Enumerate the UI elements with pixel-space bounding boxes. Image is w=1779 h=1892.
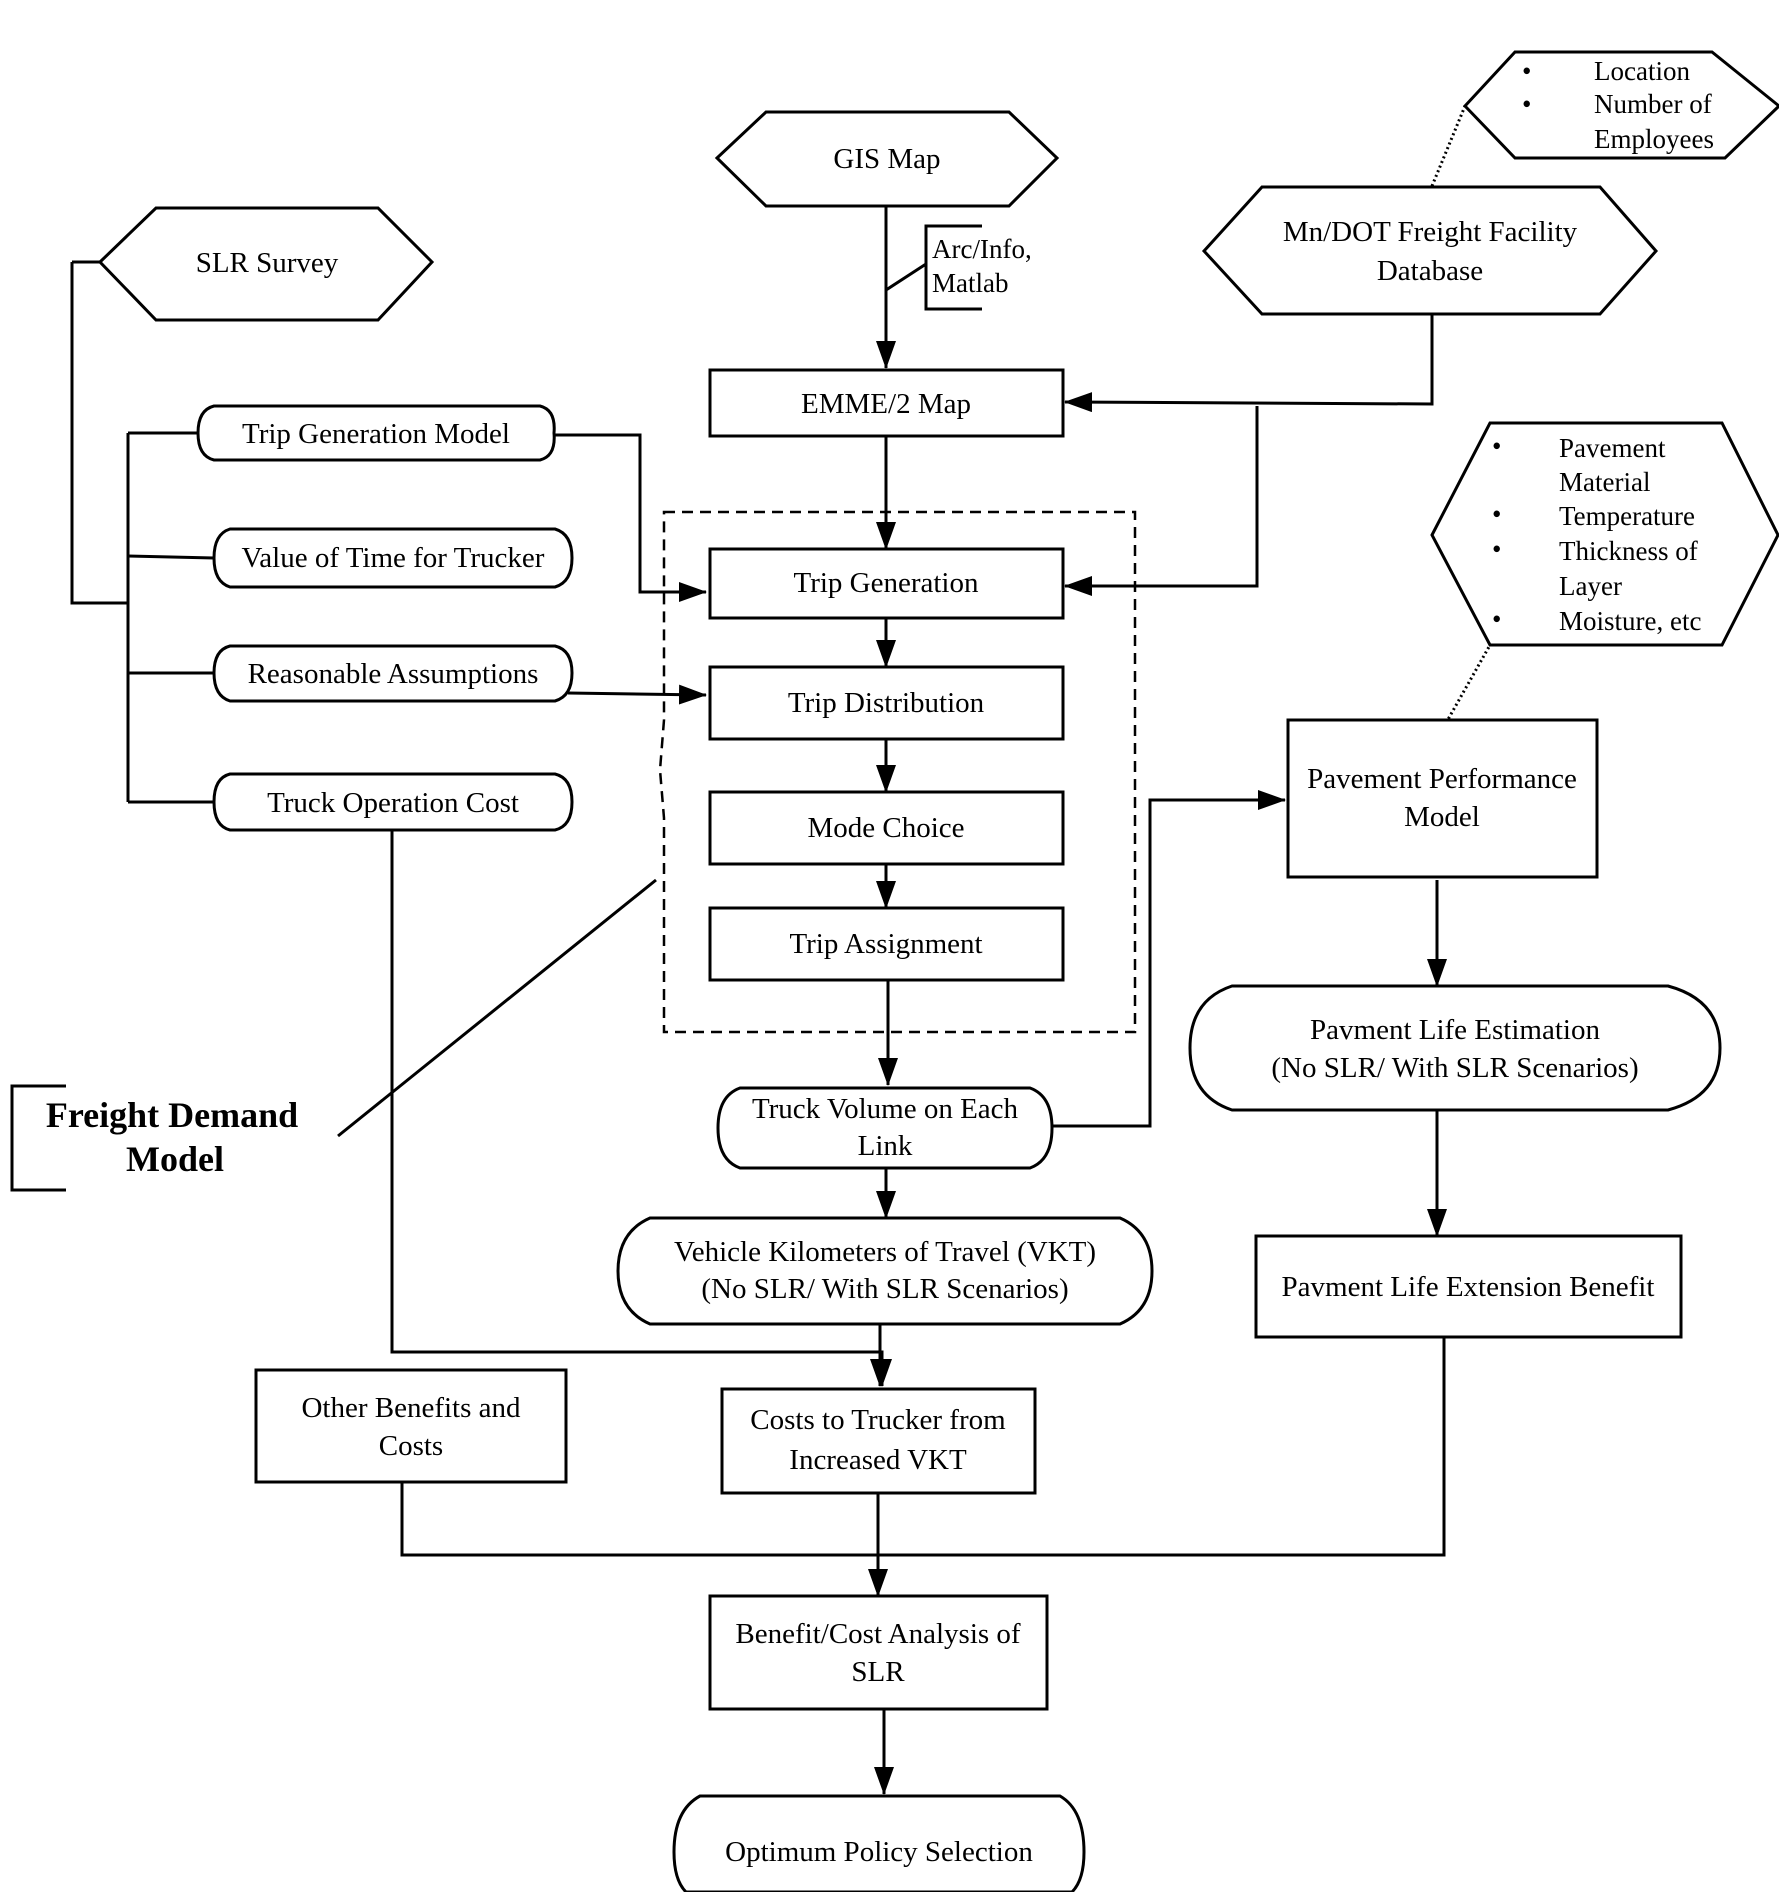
facility-attr-3: Employees	[1594, 124, 1714, 154]
arc-info-bracket	[885, 224, 982, 311]
arc-info-line-1: Arc/Info,	[932, 234, 1032, 264]
other-benefits-node: Other Benefits and Costs	[254, 1368, 568, 1484]
optimum-policy-node: Optimum Policy Selection	[672, 1794, 1086, 1892]
input-label-4: Truck Operation Cost	[267, 787, 519, 819]
input-trip-generation-model: Trip Generation Model	[196, 404, 556, 462]
arrow-mndot-to-trip-generation	[1064, 406, 1259, 596]
mndot-label-1: Mn/DOT Freight Facility	[1283, 216, 1578, 248]
arc-info-line-2: Matlab	[932, 268, 1008, 298]
vkt-label-1: Vehicle Kilometers of Travel (VKT)	[674, 1236, 1096, 1268]
svg-text:•: •	[1522, 56, 1531, 86]
truck-volume-label-1: Truck Volume on Each	[752, 1093, 1019, 1125]
pavement-life-estimation-node: Pavment Life Estimation (No SLR/ With SL…	[1188, 984, 1722, 1112]
pavement-attr-4: Thickness of	[1559, 536, 1698, 566]
optimum-label: Optimum Policy Selection	[725, 1836, 1033, 1868]
truck-volume-label-2: Link	[858, 1130, 913, 1162]
vkt-node: Vehicle Kilometers of Travel (VKT) (No S…	[616, 1216, 1154, 1326]
step-trip-assignment: Trip Assignment	[708, 906, 1065, 982]
input-truck-operation-cost: Truck Operation Cost	[212, 772, 574, 832]
costs-trucker-label-1: Costs to Trucker from	[750, 1404, 1006, 1436]
svg-text:•: •	[1492, 499, 1501, 529]
freight-model-label-bracket	[10, 1084, 66, 1192]
vkt-label-2: (No SLR/ With SLR Scenarios)	[701, 1273, 1068, 1305]
pavement-attr-6: Moisture, etc	[1559, 606, 1701, 636]
mndot-database-node: Mn/DOT Freight Facility Database	[1201, 185, 1658, 316]
input-label-1: Trip Generation Model	[242, 418, 510, 450]
pavement-life-extension-node: Pavment Life Extension Benefit	[1254, 1234, 1683, 1339]
arrow-volume-to-pavement-model	[1052, 790, 1286, 1128]
gis-map-label: GIS Map	[833, 143, 940, 175]
life-estimation-label-1: Pavment Life Estimation	[1310, 1014, 1600, 1046]
pavement-attr-2: Material	[1559, 467, 1650, 497]
merge-line	[400, 1337, 1446, 1557]
pavement-attr-5: Layer	[1559, 571, 1622, 601]
input-label-2: Value of Time for Trucker	[242, 542, 545, 574]
step-label-1: Trip Generation	[794, 567, 979, 599]
freight-model-label-2: Model	[126, 1139, 224, 1179]
truck-volume-node: Truck Volume on Each Link	[716, 1086, 1054, 1170]
svg-text:•: •	[1522, 89, 1531, 119]
benefit-cost-node: Benefit/Cost Analysis of SLR	[708, 1594, 1049, 1711]
svg-text:•: •	[1492, 534, 1501, 564]
life-extension-label: Pavment Life Extension Benefit	[1282, 1271, 1655, 1303]
mndot-label-2: Database	[1377, 255, 1483, 287]
pavement-attr-1: Pavement	[1559, 433, 1666, 463]
arc-info-note: Arc/Info, Matlab	[932, 234, 1032, 298]
slr-survey-node: SLR Survey	[97, 206, 435, 322]
pavement-attributes-note: • Pavement Material • Temperature • Thic…	[1430, 421, 1779, 647]
step-label-3: Mode Choice	[807, 812, 964, 844]
freight-model-leader	[337, 878, 657, 1138]
freight-demand-model-label: Freight Demand Model	[46, 1095, 298, 1179]
other-benefits-label-1: Other Benefits and	[301, 1392, 521, 1424]
life-estimation-label-2: (No SLR/ With SLR Scenarios)	[1271, 1052, 1638, 1084]
connectors	[10, 105, 1492, 1795]
input-reasonable-assumptions: Reasonable Assumptions	[212, 644, 574, 703]
input-label-3: Reasonable Assumptions	[248, 658, 539, 690]
step-trip-distribution: Trip Distribution	[708, 665, 1065, 741]
pavement-model-label-2: Model	[1404, 801, 1480, 833]
facility-attr-1: Location	[1594, 56, 1690, 86]
benefit-cost-label-2: SLR	[851, 1656, 905, 1688]
freight-model-label-1: Freight Demand	[46, 1095, 298, 1135]
survey-bracket	[70, 262, 128, 605]
arrow-tgm-to-trip-generation	[554, 433, 707, 602]
input-value-of-time: Value of Time for Trucker	[212, 527, 574, 589]
pavement-model-label-1: Pavement Performance	[1307, 763, 1577, 795]
facility-attr-2: Number of	[1594, 89, 1712, 119]
benefit-cost-label-1: Benefit/Cost Analysis of	[735, 1618, 1021, 1650]
svg-text:•: •	[1492, 604, 1501, 634]
svg-text:•: •	[1492, 431, 1501, 461]
slr-survey-label: SLR Survey	[196, 247, 339, 279]
step-label-2: Trip Distribution	[788, 687, 985, 719]
freight-demand-model-boundary	[658, 510, 1137, 1034]
arrow-assumptions-to-distribution	[567, 684, 707, 705]
pavement-attr-3: Temperature	[1559, 501, 1695, 531]
pavement-note-leader	[1444, 644, 1492, 724]
step-trip-generation: Trip Generation	[708, 547, 1065, 620]
gis-map-node: GIS Map	[714, 110, 1060, 208]
emme-map-node: EMME/2 Map	[708, 368, 1065, 438]
facility-attributes-note: • Location • Number of Employees	[1462, 50, 1779, 160]
costs-to-trucker-node: Costs to Trucker from Increased VKT	[720, 1387, 1037, 1495]
costs-trucker-label-2: Increased VKT	[789, 1444, 967, 1476]
step-mode-choice: Mode Choice	[708, 790, 1065, 866]
emme-map-label: EMME/2 Map	[801, 388, 971, 420]
pavement-performance-model-node: Pavement Performance Model	[1286, 718, 1599, 879]
other-benefits-label-2: Costs	[379, 1430, 443, 1462]
facility-note-leader	[1430, 105, 1467, 187]
arrow-mndot-to-emme	[1064, 314, 1434, 413]
step-label-4: Trip Assignment	[789, 928, 982, 960]
